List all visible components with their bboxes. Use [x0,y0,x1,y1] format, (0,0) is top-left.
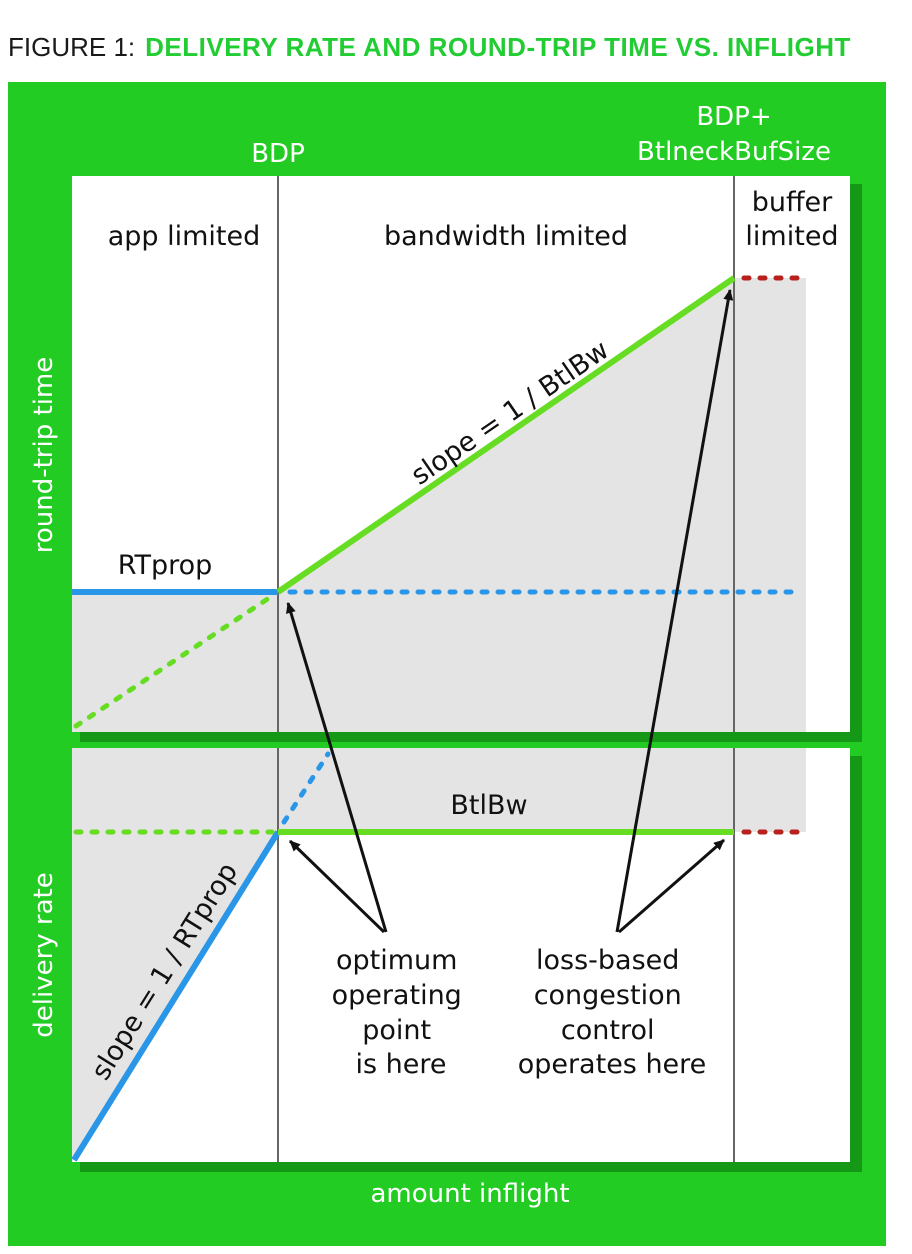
optimum-line-1: optimum [336,945,457,976]
rtt-slope-dotted-extension [73,593,275,729]
optimum-line-3: point [362,1015,431,1046]
rtt-axis-label: round-trip time [29,357,59,554]
loss-arrow-top [615,289,734,933]
inflight-axis-label: amount inflight [370,1179,569,1209]
bottom-shaded-region [72,748,806,1162]
top-shaded-region [72,278,806,732]
rtprop-label: RTprop [118,550,213,581]
bdp-plus-label-line1: BDP+ [696,102,771,132]
bdp-plus-label-line2: BtlneckBufSize [637,137,831,167]
loss-based-line-2: congestion [534,980,682,1011]
rate-slope-line [71,830,281,1162]
btlbw-label: BtlBw [450,790,527,821]
figure-title-main: DELIVERY RATE AND ROUND-TRIP TIME VS. IN… [145,32,851,62]
figure-title-prefix: FIGURE 1: [8,32,135,62]
delivery-rate-axis-label: delivery rate [29,872,59,1037]
rtt-slope-line [276,275,736,595]
optimum-line-4: is here [356,1049,447,1080]
loss-based-line-4: operates here [518,1049,707,1080]
buffer-limited-label-line2: limited [745,221,838,252]
optimum-annotation: optimum operating point is here [332,945,471,1080]
rate-slope-dotted-extension [281,751,331,825]
bandwidth-limited-label: bandwidth limited [384,221,628,252]
loss-arrow-bottom [618,838,725,934]
loss-based-line-1: loss-based [536,945,679,976]
figure-title: FIGURE 1: DELIVERY RATE AND ROUND-TRIP T… [8,32,851,62]
app-limited-label: app limited [108,221,261,252]
optimum-arrow-bottom [288,839,386,934]
buffer-limited-label-line1: buffer [752,187,833,218]
optimum-line-2: operating [332,980,462,1011]
bdp-label: BDP [251,139,305,169]
optimum-arrow-top [286,602,388,933]
loss-based-annotation: loss-based congestion control operates h… [518,945,707,1080]
loss-based-line-3: control [561,1015,655,1046]
